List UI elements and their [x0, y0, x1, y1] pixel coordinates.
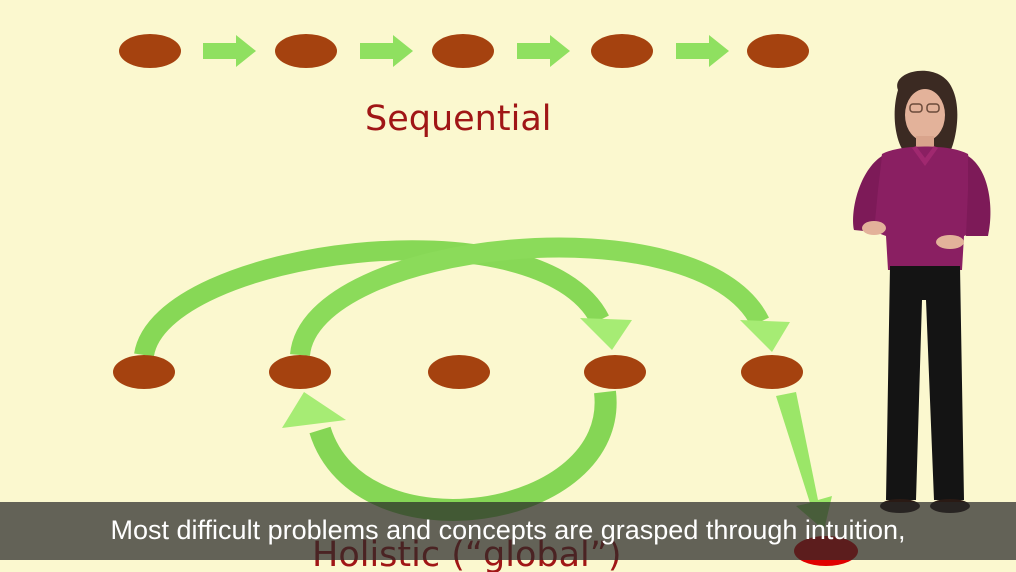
holistic-node — [428, 355, 490, 389]
arc-arrowhead — [740, 320, 790, 352]
sequential-row — [119, 34, 809, 68]
arc-arrow — [134, 240, 609, 358]
holistic-arcs — [134, 237, 832, 530]
arc-arrowhead — [580, 318, 632, 350]
presenter-figure — [853, 70, 991, 513]
sequential-node — [119, 34, 181, 68]
sequential-arrow — [203, 35, 256, 67]
holistic-node — [584, 355, 646, 389]
holistic-node — [269, 355, 331, 389]
sequential-node — [275, 34, 337, 68]
sequential-arrow — [676, 35, 729, 67]
sequential-node — [432, 34, 494, 68]
caption-bar — [0, 502, 1016, 560]
caption-text: Most difficult problems and concepts are… — [110, 515, 906, 545]
arc-arrow — [290, 237, 769, 357]
sequential-arrow — [360, 35, 413, 67]
sequential-node — [591, 34, 653, 68]
holistic-node — [113, 355, 175, 389]
return-arc-arrowhead — [282, 392, 346, 428]
sequential-node — [747, 34, 809, 68]
return-arc-arrow — [309, 390, 617, 521]
down-arrow — [776, 392, 832, 530]
sequential-arrow — [517, 35, 570, 67]
sequential-label: Sequential — [365, 99, 551, 139]
holistic-node — [741, 355, 803, 389]
